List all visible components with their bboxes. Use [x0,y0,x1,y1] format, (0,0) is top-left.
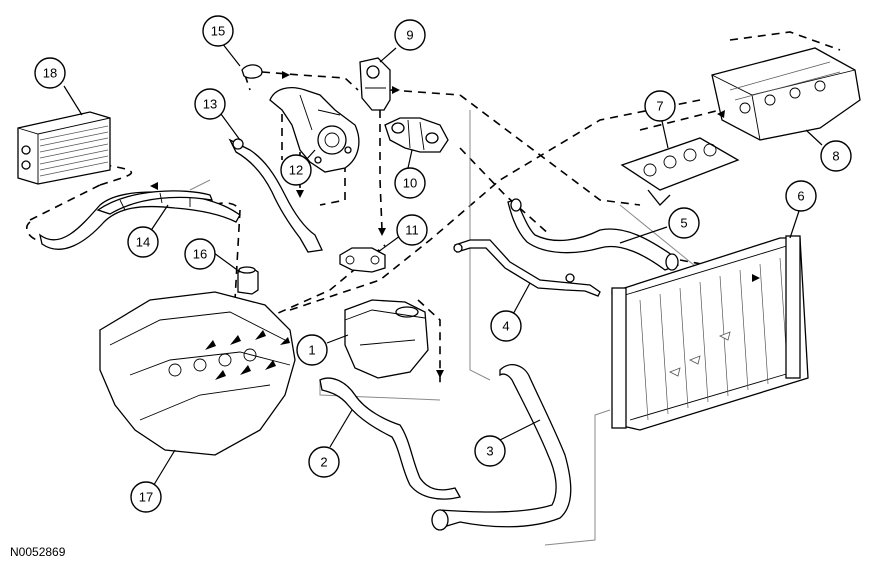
leader-lines [63,42,823,489]
hose-fitting-15 [241,64,263,79]
callout-14: 14 [127,226,159,258]
callout-9: 9 [394,19,426,51]
radiator [611,235,809,431]
bypass-hose [228,138,323,253]
svg-text:1: 1 [308,343,315,358]
svg-text:4: 4 [502,319,509,334]
callout-5: 5 [668,207,700,239]
figure-reference-code: N0052869 [10,545,66,559]
svg-text:9: 9 [406,28,413,43]
callout-3: 3 [474,435,506,467]
coolant-pipe-4 [453,239,601,297]
svg-text:18: 18 [43,66,57,81]
svg-text:15: 15 [211,24,225,39]
lower-hose-2 [319,377,461,500]
svg-text:2: 2 [320,455,327,470]
callout-12: 12 [280,154,312,186]
svg-text:16: 16 [193,247,207,262]
svg-text:8: 8 [832,149,839,164]
lower-radiator-hose-3 [431,364,572,531]
svg-text:5: 5 [680,216,687,231]
callout-16: 16 [184,238,216,270]
svg-text:12: 12 [289,163,303,178]
svg-text:13: 13 [203,97,217,112]
callout-17: 17 [130,481,162,513]
engine-block [99,291,296,456]
callout-2: 2 [308,446,340,478]
callout-13: 13 [194,88,226,120]
callout-7: 7 [644,90,676,122]
expansion-tank [344,299,429,379]
thermostat-housing-9 [359,57,391,111]
callout-1: 1 [296,334,328,366]
water-outlet [384,117,449,153]
intake-gasket [620,137,740,206]
callout-8: 8 [820,140,852,172]
callout-11: 11 [396,214,428,246]
cylinder-head [711,47,861,141]
coolant-fitting-11 [339,247,386,273]
svg-text:3: 3 [486,444,493,459]
coolant-plug [237,266,259,295]
callout-6: 6 [785,180,817,212]
callout-18: 18 [34,57,66,89]
water-pump [269,87,360,173]
radiator-upper-hose [507,198,679,271]
callout-15: 15 [202,15,234,47]
svg-text:10: 10 [403,176,417,191]
svg-text:7: 7 [656,99,663,114]
callout-10: 10 [394,167,426,199]
heater-core [17,111,111,185]
callout-4: 4 [490,310,522,342]
thin-connection-lines [189,110,701,546]
flow-direction-arrows [150,71,760,378]
svg-text:14: 14 [136,235,150,250]
svg-text:17: 17 [139,490,153,505]
svg-text:6: 6 [797,189,804,204]
heater-hose-assembly [38,190,241,250]
svg-text:11: 11 [405,223,419,238]
